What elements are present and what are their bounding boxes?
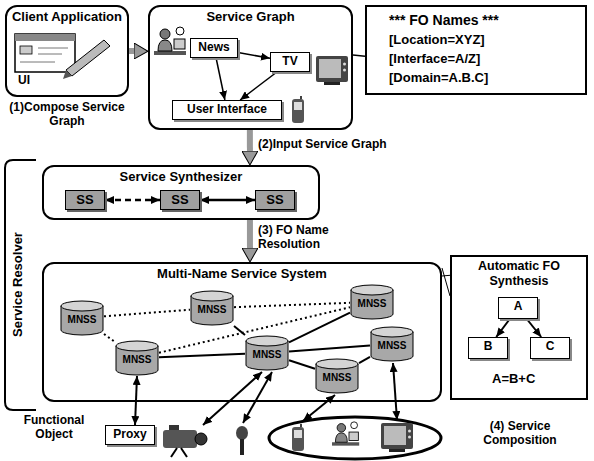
box-label: [Location=XYZ] [389,30,577,49]
box-title: Automatic FO Synthesis [452,259,586,289]
box-label: [Interface=A/Z] [389,49,577,68]
composition-ellipse [269,417,441,459]
box-label: SS [70,191,100,208]
box-label: SS [165,191,195,208]
connector [240,72,277,100]
box-label: MNSS [370,340,414,352]
box-label: User Interface [177,101,277,118]
box-label: A [503,298,533,315]
process-box: User Interface [172,100,282,120]
process-box: Proxy [105,425,155,445]
box-label: MNSS [60,314,104,326]
callout-line [442,268,450,296]
process-box: A [498,297,538,319]
callout-label: (1)Compose Service Graph [5,101,129,129]
group-box: Service GraphNewsTV User Interface [148,5,353,130]
connector [289,313,350,343]
callout-label: (3) FO Name Resolution [258,224,358,252]
server-cylinder: MNSS [315,358,359,394]
synthesizer-box: SS [65,190,105,210]
process-box: B [468,337,508,359]
connector [247,220,253,250]
connector [289,360,315,369]
box-label: MNSS [315,372,359,384]
connector [105,199,160,202]
server-cylinder: MNSS [115,340,159,376]
process-box: News [190,38,238,58]
connector [159,354,245,357]
connector [353,55,365,56]
user-icon [154,27,186,55]
callout-label: A=B+C [492,372,572,387]
callout-label: (2)Input Service Graph [258,138,418,152]
connector [247,130,253,153]
ui-window [15,34,110,79]
server-cylinder: MNSS [350,284,394,320]
box-label: Proxy [110,426,150,443]
connector [104,310,190,317]
process-box: TV [270,52,310,72]
box-title: Multi-Name Service System [44,266,440,282]
connector [527,319,541,337]
synthesizer-box: SS [255,190,295,210]
connector [442,275,450,277]
connector [129,48,136,54]
box-title: Service Graph [150,9,351,25]
group-box: Multi-Name Service SystemMNSS MNSS MNSS MNS… [42,262,442,402]
connector [216,58,225,100]
user-icon [332,422,359,446]
object-link [203,363,397,425]
connector [359,357,370,363]
server-cylinder: MNSS [60,300,104,336]
connector [289,346,370,352]
connector [238,52,270,58]
synthesizer-box: SS [160,190,200,210]
camera-icon [163,425,207,457]
tv-icon [381,423,413,452]
server-cylinder: MNSS [245,335,289,371]
box-label: MNSS [115,354,159,366]
server-cylinder: MNSS [190,290,234,326]
box-title: Service Synthesizer [44,169,318,185]
box-label: MNSS [245,349,289,361]
group-box: Service SynthesizerSS SS SS [42,165,320,220]
box-label: C [535,338,565,355]
box-title: *** FO Names *** [389,11,577,30]
box-label: SS [260,191,290,208]
box-label: MNSS [350,298,394,310]
server-cylinder: MNSS [370,326,414,362]
callout-label: (4) Service Composition [452,420,588,448]
box-title: Client Application [7,9,127,25]
callout-label: Functional Object [8,414,100,442]
phone-icon [292,424,304,451]
box-label: [Domain=A.B.C] [389,68,577,87]
box-label: News [195,39,233,56]
connector [234,326,245,335]
microphone-icon [236,426,248,455]
box-label: TV [275,53,305,70]
phone-icon [292,96,304,123]
group-label: Service Resolver [11,174,26,394]
bracket [5,160,36,410]
connector [234,303,350,307]
connector [200,199,255,202]
box-label: B [473,338,503,355]
process-box: C [530,337,570,359]
connector [104,334,115,342]
connector [496,319,510,337]
name-list-box: *** FO Names ***[Location=XYZ][Interface… [365,5,587,95]
tv-icon [316,56,348,85]
callout-label: UI [18,74,58,88]
box-label: MNSS [190,304,234,316]
